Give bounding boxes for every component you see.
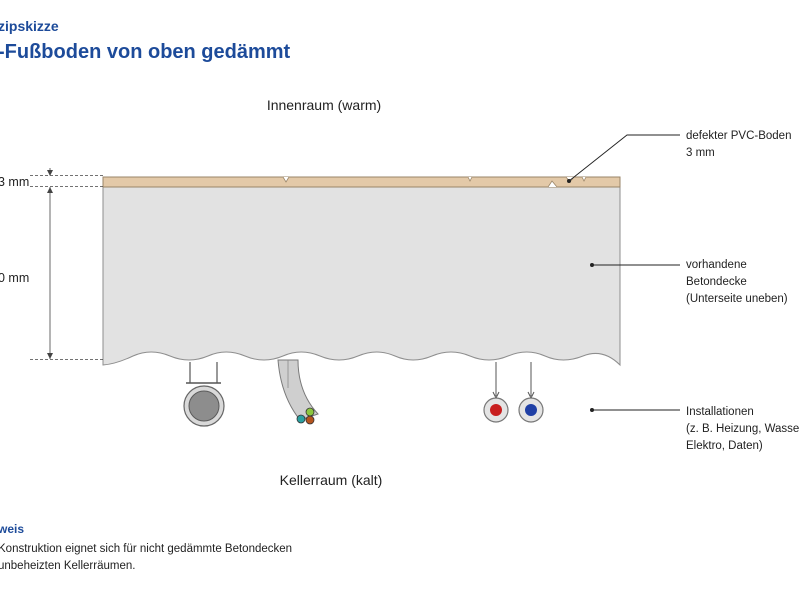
callout-dot-pvc: [567, 179, 571, 183]
pvc-notch-2: [467, 176, 473, 182]
callout-pvc-line1: defekter PVC-Boden: [686, 130, 791, 142]
callout-installations-line1: Installationen: [686, 406, 754, 418]
dim-arrow-mid: [47, 187, 53, 193]
dimension-slab-thickness: 0 mm: [0, 271, 29, 285]
callout-slab-line1: vorhandene: [686, 259, 747, 271]
room-label-bottom: Kellerraum (kalt): [280, 472, 383, 488]
callout-dot-installations: [590, 408, 594, 412]
callout-slab-line2: Betondecke: [686, 276, 747, 288]
room-label-top: Innenraum (warm): [267, 97, 381, 113]
pvc-notch-1: [282, 176, 290, 183]
dim-arrow-bottom: [47, 353, 53, 359]
diagram-kicker: zipskizze: [0, 18, 59, 34]
callout-slab-line3: (Unterseite uneben): [686, 293, 788, 305]
note-line-2: unbeheizten Kellerräumen.: [0, 560, 135, 572]
callout-installations-line2: (z. B. Heizung, Wasser,: [686, 423, 800, 435]
callout-pvc-line2: 3 mm: [686, 147, 715, 159]
pvc-notch-5: [581, 176, 587, 182]
note-line-1: Konstruktion eignet sich für nicht gedäm…: [0, 543, 292, 555]
cable-bundle: [277, 359, 319, 425]
pvc-notch-3: [547, 180, 558, 188]
note-heading: weis: [0, 522, 24, 536]
callout-dot-slab: [590, 263, 594, 267]
diagram-title: -Fußboden von oben gedämmt: [0, 41, 291, 63]
dimension-lines: [30, 168, 103, 360]
callout-installations-line3: Elektro, Daten): [686, 440, 763, 452]
dimension-floor-thickness: 3 mm: [0, 175, 29, 189]
dim-arrow-top: [47, 170, 53, 176]
hot-water-pipe: [483, 362, 509, 423]
pvc-floor-layer: [102, 176, 621, 188]
concrete-slab: [102, 186, 621, 367]
cold-water-pipe: [518, 362, 544, 423]
large-pipe: [183, 362, 225, 427]
callout-leaders: [568, 134, 680, 411]
